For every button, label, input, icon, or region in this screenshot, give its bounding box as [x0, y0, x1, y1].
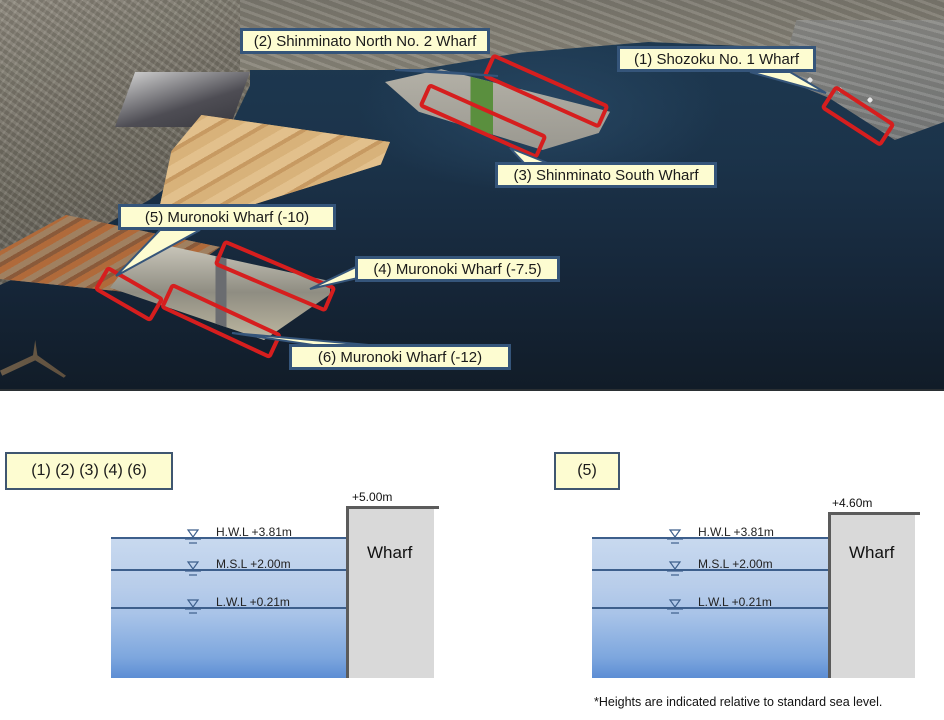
- wharf-wall: [346, 506, 349, 678]
- footnote: *Heights are indicated relative to stand…: [594, 695, 883, 709]
- aerial-port-photo: (1) Shozoku No. 1 Wharf (2) Shinminato N…: [0, 0, 944, 391]
- water-level-icon: [667, 561, 683, 576]
- callout-shinminato-north-no2: (2) Shinminato North No. 2 Wharf: [240, 28, 490, 54]
- crown-height-label: +4.60m: [832, 496, 873, 510]
- callout-muronoki-10: (5) Muronoki Wharf (-10): [118, 204, 336, 230]
- lwl-line: [592, 607, 829, 609]
- hwl-line: [111, 537, 347, 539]
- group-label-right: (5): [554, 452, 620, 490]
- callout-label: (6) Muronoki Wharf (-12): [317, 348, 483, 366]
- wharf-block: [349, 509, 434, 678]
- wharf-label: Wharf: [849, 543, 895, 562]
- wharf-wall: [828, 512, 831, 678]
- wharf-crown: [828, 512, 920, 515]
- msl-label: M.S.L +2.00m: [216, 557, 291, 571]
- water-level-icon: [185, 561, 201, 576]
- lwl-label: L.W.L +0.21m: [216, 595, 290, 609]
- lwl-label: L.W.L +0.21m: [698, 595, 772, 609]
- wharf-label: Wharf: [367, 543, 413, 562]
- callout-muronoki-7-5: (4) Muronoki Wharf (-7.5): [355, 256, 560, 282]
- wharf-crown: [346, 506, 439, 509]
- water-level-icon: [667, 599, 683, 614]
- msl-line: [111, 569, 347, 571]
- water-level-icon: [185, 529, 201, 544]
- water-body: [111, 538, 347, 678]
- water-level-icon: [185, 599, 201, 614]
- callout-muronoki-12: (6) Muronoki Wharf (-12): [289, 344, 511, 370]
- callout-label: (1) Shozoku No. 1 Wharf: [633, 50, 800, 68]
- callout-label: (3) Shinminato South Wharf: [513, 166, 699, 184]
- factory-building: [114, 72, 251, 127]
- breakwater: [0, 340, 66, 378]
- callout-shinminato-south: (3) Shinminato South Wharf: [495, 162, 717, 188]
- msl-label: M.S.L +2.00m: [698, 557, 773, 571]
- msl-line: [592, 569, 829, 571]
- water-level-icon: [667, 529, 683, 544]
- group-label-left: (1) (2) (3) (4) (6): [5, 452, 173, 490]
- callout-shozoku-no1: (1) Shozoku No. 1 Wharf: [617, 46, 816, 72]
- wharf-block: [831, 515, 915, 678]
- callout-label: (2) Shinminato North No. 2 Wharf: [253, 32, 477, 50]
- water-body: [592, 538, 829, 678]
- callout-label: (4) Muronoki Wharf (-7.5): [373, 260, 542, 278]
- hwl-line: [592, 537, 829, 539]
- crown-height-label: +5.00m: [352, 490, 393, 504]
- hwl-label: H.W.L +3.81m: [698, 525, 774, 539]
- woodchip-yard: [160, 115, 390, 205]
- callout-label: (5) Muronoki Wharf (-10): [144, 208, 310, 226]
- hwl-label: H.W.L +3.81m: [216, 525, 292, 539]
- lwl-line: [111, 607, 347, 609]
